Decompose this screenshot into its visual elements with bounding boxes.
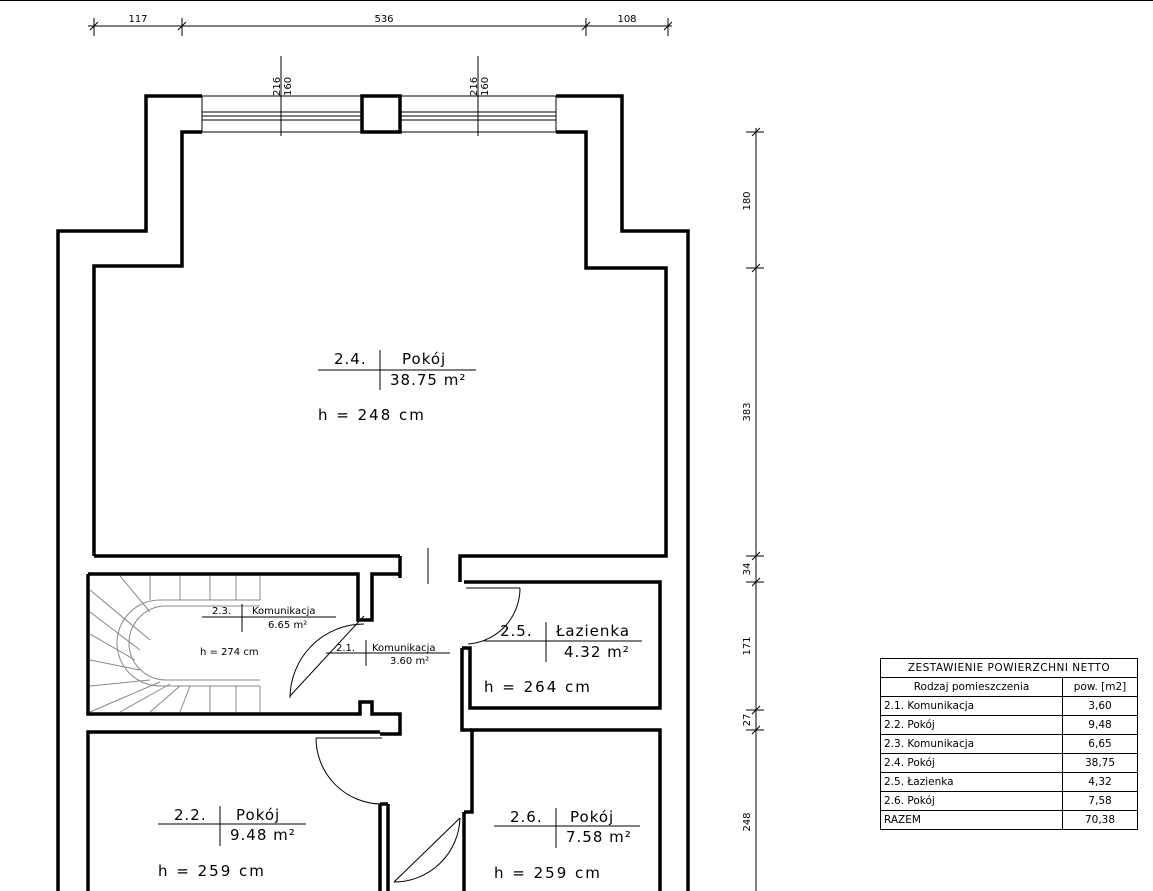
table-header-area: pow. [m2] xyxy=(1062,677,1138,697)
dim-right-6: 248 xyxy=(742,812,753,831)
table-total-row: RAZEM 70,38 xyxy=(880,810,1138,830)
total-label: RAZEM xyxy=(880,810,1063,830)
room-label-2-3: 2.3. Komunikacja 6.65 m² h = 274 cm xyxy=(200,604,336,658)
svg-text:6.65 m²: 6.65 m² xyxy=(268,620,307,631)
svg-text:h = 259 cm: h = 259 cm xyxy=(158,862,266,880)
table-row: 2.4. Pokój 38,75 xyxy=(880,753,1138,773)
row-area: 3,60 xyxy=(1062,696,1138,716)
svg-text:h = 248 cm: h = 248 cm xyxy=(318,406,426,424)
row-area: 9,48 xyxy=(1062,715,1138,735)
row-name: 2.5. Łazienka xyxy=(880,772,1063,792)
room-label-2-1: 2.1. Komunikacja 3.60 m² xyxy=(326,640,450,667)
svg-text:2.5.: 2.5. xyxy=(500,622,533,640)
row-area: 6,65 xyxy=(1062,734,1138,754)
right-dimension-line: 180 383 34 171 27 248 xyxy=(742,127,764,891)
windows xyxy=(201,95,557,133)
svg-text:Łazienka: Łazienka xyxy=(555,622,630,640)
dim-top-2: 536 xyxy=(374,14,393,25)
table-row: 2.6. Pokój 7,58 xyxy=(880,791,1138,811)
win1-dim-b: 160 xyxy=(283,77,294,96)
table-row: 2.5. Łazienka 4,32 xyxy=(880,772,1138,792)
row-area: 7,58 xyxy=(1062,791,1138,811)
svg-text:h = 264 cm: h = 264 cm xyxy=(484,678,592,696)
svg-text:Pokój: Pokój xyxy=(402,350,446,368)
svg-text:7.58 m²: 7.58 m² xyxy=(566,828,632,846)
room-label-2-2: 2.2. Pokój 9.48 m² h = 259 cm xyxy=(158,806,306,880)
svg-text:38.75 m²: 38.75 m² xyxy=(390,371,466,389)
win1-dim-a: 216 xyxy=(272,77,283,96)
win2-dim-a: 216 xyxy=(469,77,480,96)
table-row: 2.3. Komunikacja 6,65 xyxy=(880,734,1138,754)
table-row: 2.2. Pokój 9,48 xyxy=(880,715,1138,735)
doors xyxy=(289,548,521,883)
svg-text:h = 274 cm: h = 274 cm xyxy=(200,647,259,658)
svg-text:Komunikacja: Komunikacja xyxy=(372,643,436,654)
room-label-2-6: 2.6. Pokój 7.58 m² h = 259 cm xyxy=(494,808,640,882)
row-area: 38,75 xyxy=(1062,753,1138,773)
total-value: 70,38 xyxy=(1062,810,1138,830)
row-name: 2.1. Komunikacja xyxy=(880,696,1063,716)
row-name: 2.6. Pokój xyxy=(880,791,1063,811)
svg-text:Pokój: Pokój xyxy=(570,808,614,826)
svg-text:2.6.: 2.6. xyxy=(510,808,543,826)
dim-right-2: 383 xyxy=(742,402,753,421)
row-name: 2.2. Pokój xyxy=(880,715,1063,735)
staircase xyxy=(89,575,261,713)
dim-right-3: 34 xyxy=(742,563,753,576)
table-title: ZESTAWIENIE POWIERZCHNI NETTO xyxy=(880,658,1138,678)
row-name: 2.4. Pokój xyxy=(880,753,1063,773)
dim-right-5: 27 xyxy=(742,714,753,727)
row-name: 2.3. Komunikacja xyxy=(880,734,1063,754)
svg-text:2.3.: 2.3. xyxy=(212,606,231,617)
dim-top-1: 117 xyxy=(128,14,147,25)
svg-text:Pokój: Pokój xyxy=(236,806,280,824)
svg-text:Komunikacja: Komunikacja xyxy=(252,606,316,617)
table-header-name: Rodzaj pomieszczenia xyxy=(880,677,1063,697)
svg-text:2.2.: 2.2. xyxy=(174,806,207,824)
dim-right-1: 180 xyxy=(742,191,753,210)
area-summary-table: ZESTAWIENIE POWIERZCHNI NETTO Rodzaj pom… xyxy=(880,658,1138,830)
svg-text:2.4.: 2.4. xyxy=(334,350,367,368)
svg-text:3.60 m²: 3.60 m² xyxy=(390,656,429,667)
dim-right-4: 171 xyxy=(742,636,753,655)
room-label-2-4: 2.4. Pokój 38.75 m² h = 248 cm xyxy=(318,350,476,424)
svg-text:h = 259 cm: h = 259 cm xyxy=(494,864,602,882)
table-row: 2.1. Komunikacja 3,60 xyxy=(880,696,1138,716)
svg-text:2.1.: 2.1. xyxy=(336,643,355,654)
room-label-2-5: 2.5. Łazienka 4.32 m² h = 264 cm xyxy=(484,622,642,696)
win2-dim-b: 160 xyxy=(480,77,491,96)
top-dimension-line: 117 536 108 xyxy=(88,14,673,36)
row-area: 4,32 xyxy=(1062,772,1138,792)
dim-top-3: 108 xyxy=(617,14,636,25)
svg-text:9.48 m²: 9.48 m² xyxy=(230,826,296,844)
svg-text:4.32 m²: 4.32 m² xyxy=(564,643,630,661)
walls xyxy=(56,94,690,891)
